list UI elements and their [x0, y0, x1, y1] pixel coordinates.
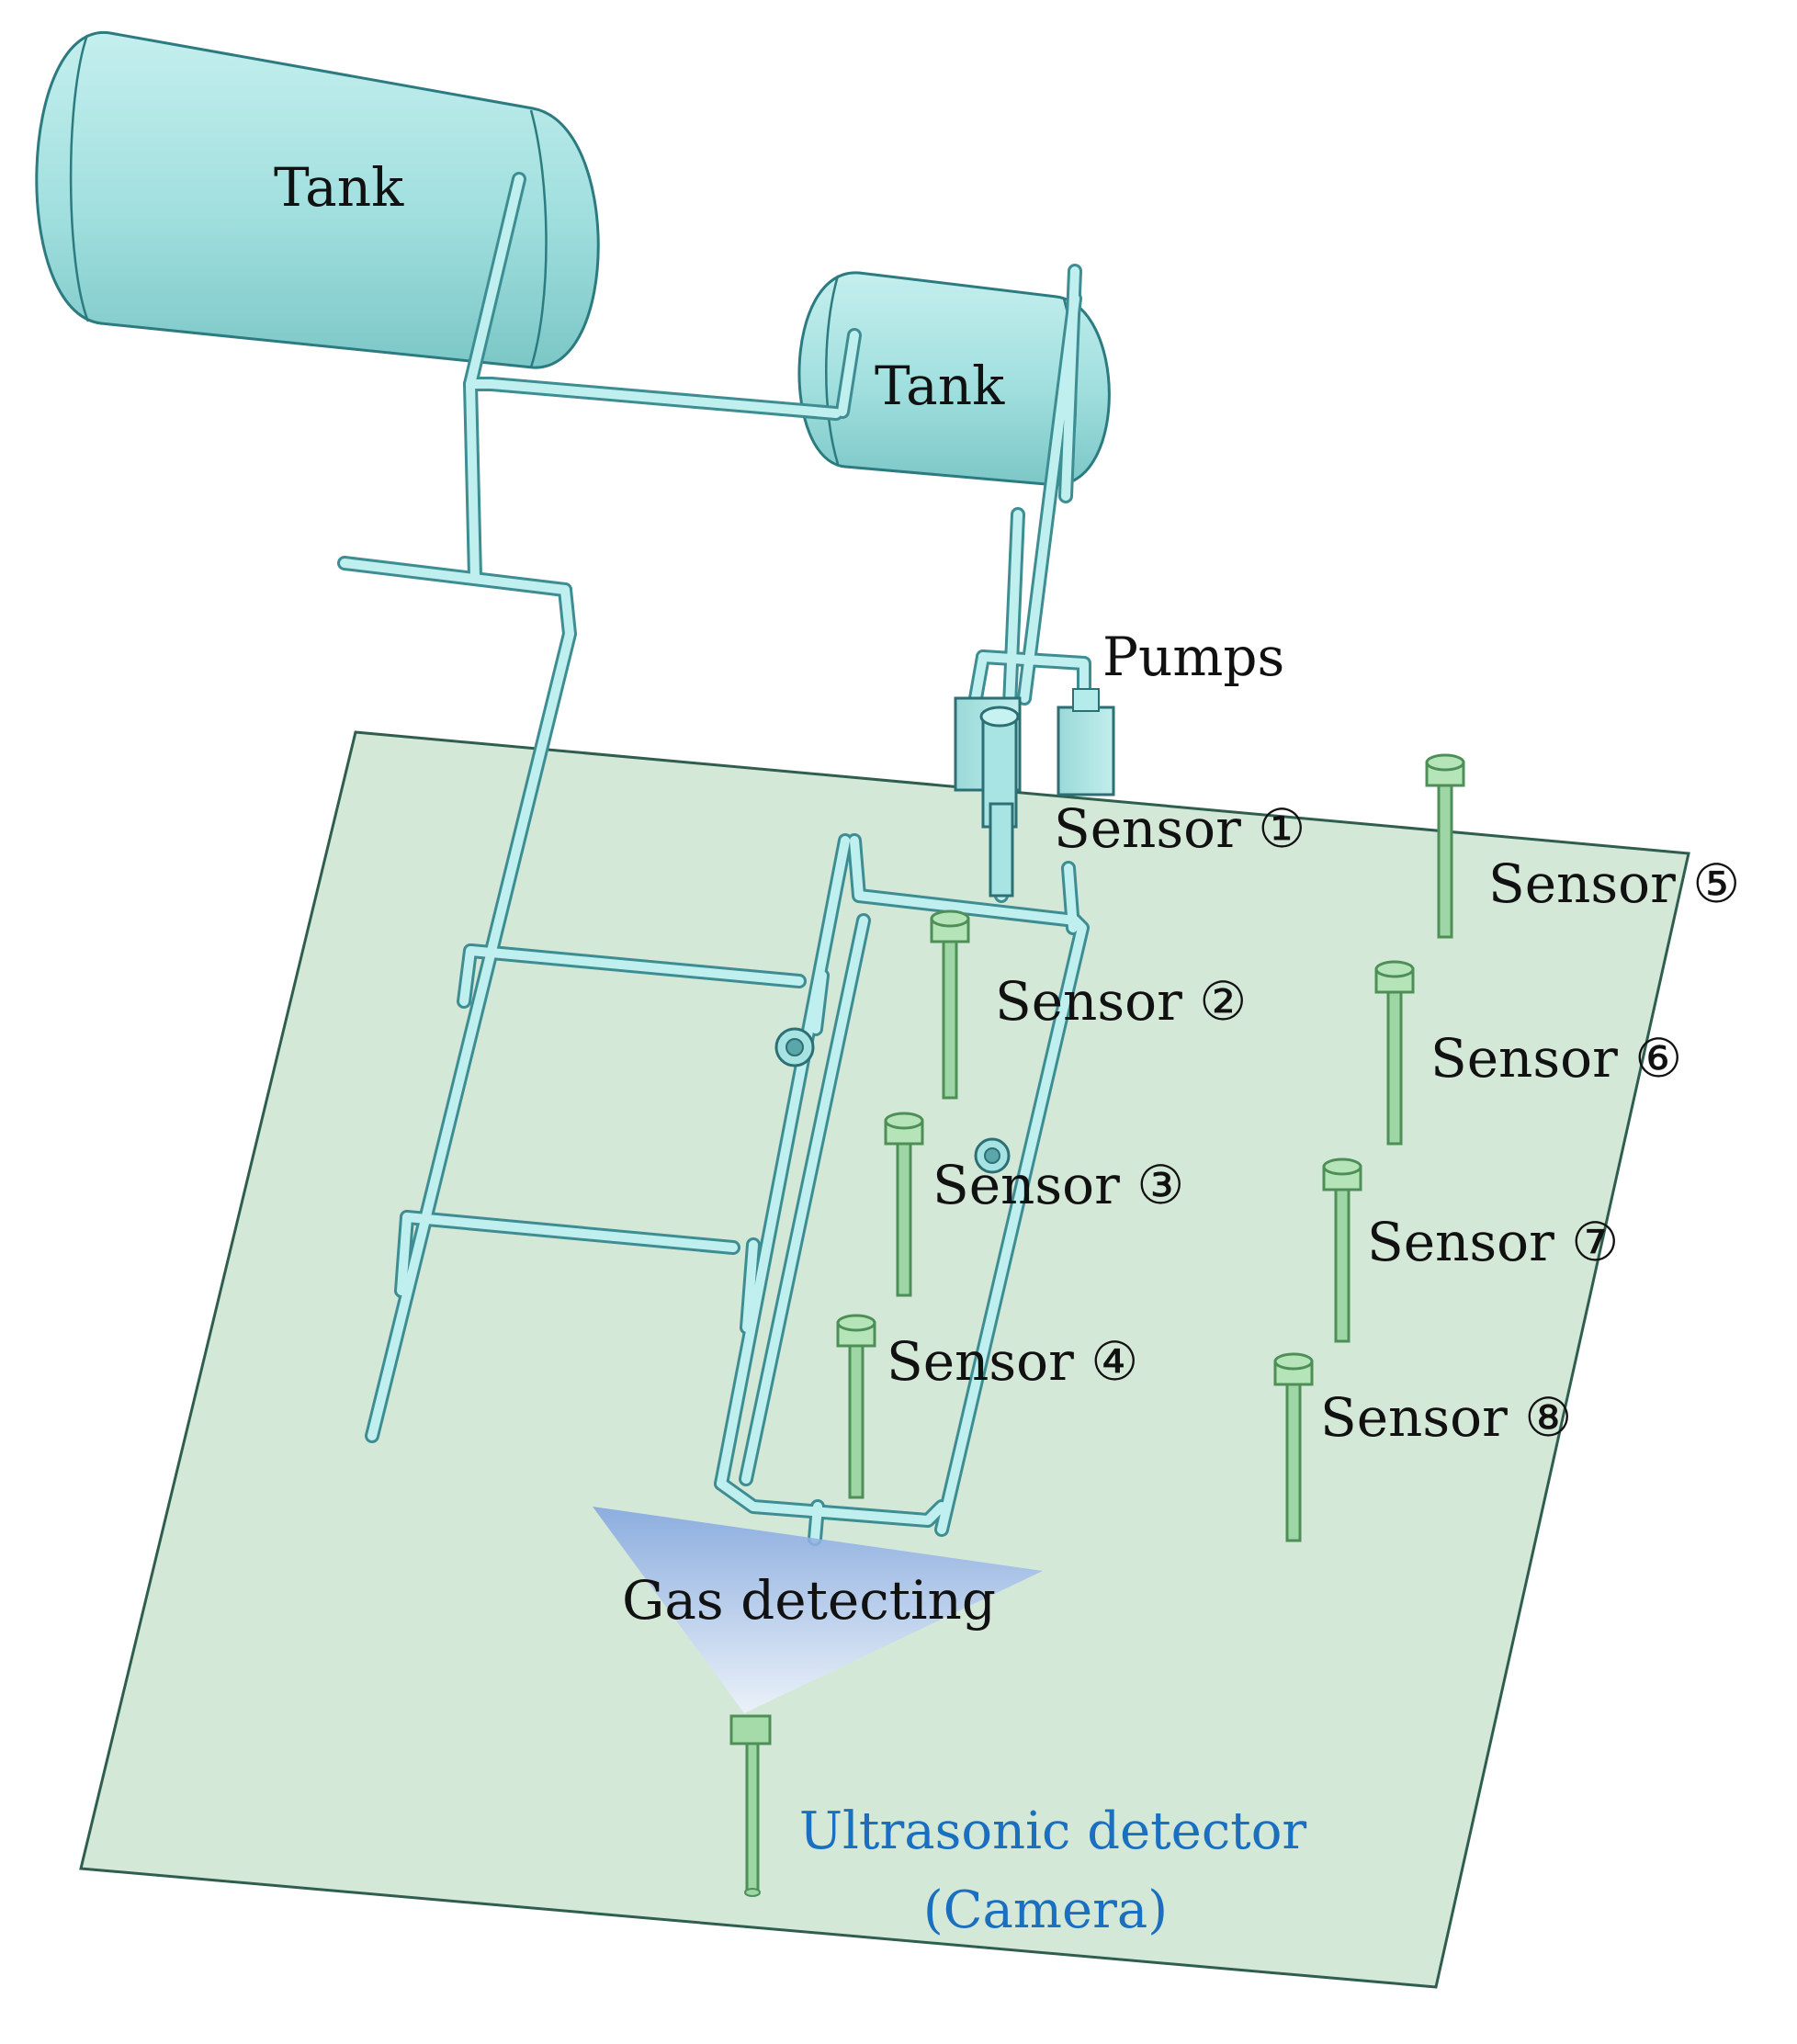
pumps-assembly — [954, 688, 1115, 898]
sensor-label-7: Sensor ⑦ — [1367, 1211, 1619, 1273]
sensor-post-3 — [884, 1112, 924, 1297]
large-tank — [35, 31, 600, 369]
floor-plane — [79, 730, 1690, 1989]
label-ultrasonic-detector: Ultrasonic detector — [799, 1801, 1307, 1861]
pipe-fill — [340, 175, 1089, 1543]
gas-detecting-cone — [593, 1507, 1043, 1713]
sensor-post-5 — [1425, 753, 1465, 939]
sensor-label-1: Sensor ① — [1054, 797, 1305, 860]
sensor-post-6 — [1374, 960, 1415, 1146]
label-pumps: Pumps — [1102, 626, 1284, 688]
sensor-label-8: Sensor ⑧ — [1320, 1386, 1572, 1449]
sensor-label-2: Sensor ② — [995, 970, 1247, 1033]
sensor-label-5: Sensor ⑤ — [1488, 853, 1740, 915]
sensor-post-8 — [1273, 1352, 1314, 1542]
label-tank-large: Tank — [274, 156, 404, 219]
sensor-label-4: Sensor ④ — [887, 1330, 1138, 1393]
sensor-post-7 — [1322, 1158, 1362, 1343]
pipe-network — [337, 172, 1091, 1546]
label-ultrasonic-camera: (Camera) — [923, 1880, 1168, 1940]
pipe-valve-2 — [974, 1137, 1011, 1174]
sensor-label-3: Sensor ③ — [932, 1154, 1184, 1216]
sensor-label-6: Sensor ⑥ — [1430, 1027, 1682, 1090]
label-tank-small: Tank — [875, 355, 1005, 417]
sensor-post-4 — [836, 1314, 876, 1499]
ultrasonic-detector-post — [729, 1714, 772, 1897]
label-gas-detecting: Gas detecting — [622, 1569, 996, 1632]
pipe-valve-1 — [774, 1027, 815, 1067]
sensor-post-2 — [930, 909, 970, 1100]
